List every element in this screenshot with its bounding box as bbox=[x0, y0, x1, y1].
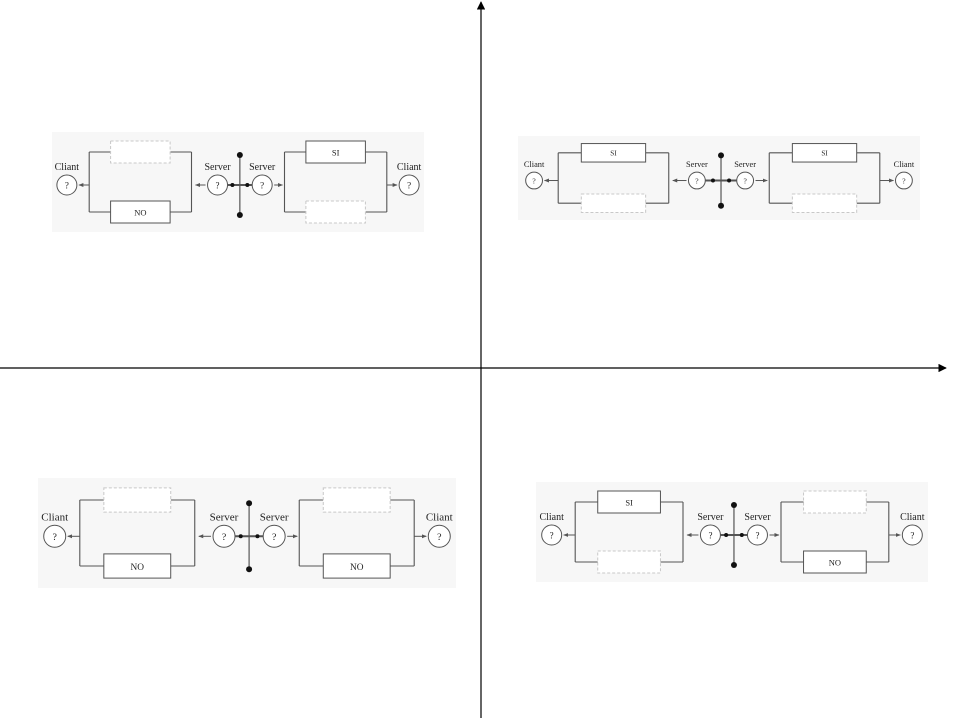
right-top-box bbox=[305, 140, 366, 164]
server-unknown-right: ? bbox=[755, 531, 759, 541]
right-top-box bbox=[803, 490, 867, 514]
junction-right-dot bbox=[255, 534, 260, 539]
junction-bottom-dot bbox=[718, 202, 725, 209]
client-unknown-right: ? bbox=[902, 176, 906, 185]
left-top-box bbox=[597, 490, 661, 514]
right-bottom-box bbox=[305, 200, 366, 224]
client-node-left bbox=[43, 524, 67, 548]
right-bottom-box-label: NO bbox=[350, 563, 364, 573]
server-node-right bbox=[736, 171, 755, 190]
left-bottom-box bbox=[580, 193, 647, 213]
client-node-right bbox=[398, 174, 420, 196]
server-label-right: Server bbox=[260, 511, 289, 523]
client-label-right: Cliant bbox=[397, 162, 422, 173]
client-unknown-left: ? bbox=[65, 181, 69, 191]
right-bottom-box bbox=[322, 553, 391, 579]
junction-top-dot bbox=[246, 500, 253, 507]
left-bottom-box bbox=[103, 553, 172, 579]
server-label-left: Server bbox=[697, 512, 724, 523]
right-top-box-label: SI bbox=[821, 150, 828, 158]
client-node-left bbox=[56, 174, 78, 196]
left-bottom-box bbox=[597, 550, 661, 574]
client-label-right: Cliant bbox=[900, 512, 925, 523]
junction-right-dot bbox=[727, 178, 732, 183]
left-top-box bbox=[110, 140, 171, 164]
server-node-right bbox=[262, 524, 286, 548]
left-bottom-box-label: NO bbox=[131, 563, 145, 573]
server-unknown-right: ? bbox=[260, 181, 264, 191]
right-top-box-label: SI bbox=[332, 148, 340, 158]
panels-group: Cliant? NO Server? Server? SI Cliant? Cliant? S… bbox=[38, 132, 928, 588]
client-label-right: Cliant bbox=[426, 511, 453, 523]
server-label-right: Server bbox=[744, 512, 771, 523]
junction-left-dot bbox=[238, 534, 243, 539]
client-unknown-left: ? bbox=[550, 531, 554, 541]
left-bottom-box-label: NO bbox=[134, 208, 146, 218]
server-label-right: Server bbox=[249, 162, 276, 173]
server-label-left: Server bbox=[210, 511, 239, 523]
left-top-box-label: SI bbox=[610, 150, 617, 158]
junction-top-dot bbox=[730, 502, 737, 508]
server-label-left: Server bbox=[204, 162, 231, 173]
server-node-right bbox=[746, 524, 768, 546]
panel-top-right: Cliant? SI Server? Server? SI Cliant? bbox=[518, 136, 920, 220]
server-unknown-left: ? bbox=[695, 176, 699, 185]
junction-bottom-dot bbox=[730, 562, 737, 568]
junction-bottom-dot bbox=[246, 566, 253, 573]
client-label-left: Cliant bbox=[55, 162, 80, 173]
junction-left-dot bbox=[230, 183, 235, 187]
client-unknown-left: ? bbox=[53, 532, 57, 543]
right-top-box bbox=[322, 487, 391, 513]
server-unknown-left: ? bbox=[222, 532, 226, 543]
junction-top-dot bbox=[718, 152, 725, 159]
panel-bottom-left: Cliant? NO Server? Server? NO Cliant? bbox=[38, 478, 456, 588]
server-unknown-left: ? bbox=[216, 181, 220, 191]
client-label-left: Cliant bbox=[524, 160, 545, 169]
client-node-left bbox=[525, 171, 543, 190]
client-label-right: Cliant bbox=[894, 160, 915, 169]
junction-bottom-dot bbox=[236, 212, 243, 218]
server-label-right: Server bbox=[734, 160, 756, 169]
right-top-box bbox=[791, 143, 858, 163]
client-label-left: Cliant bbox=[539, 512, 564, 523]
client-unknown-right: ? bbox=[910, 531, 914, 541]
panel-top-left: Cliant? NO Server? Server? SI Cliant? bbox=[52, 132, 424, 232]
client-node-right bbox=[427, 524, 451, 548]
junction-right-dot bbox=[739, 533, 744, 537]
client-node-right bbox=[901, 524, 923, 546]
server-node-left bbox=[687, 171, 706, 190]
client-node-left bbox=[541, 524, 563, 546]
server-unknown-right: ? bbox=[743, 176, 747, 185]
junction-top-dot bbox=[236, 152, 243, 158]
right-bottom-box-label: NO bbox=[829, 558, 841, 568]
right-bottom-box bbox=[791, 193, 858, 213]
left-bottom-box bbox=[110, 200, 171, 224]
panel-background bbox=[38, 478, 456, 588]
server-unknown-right: ? bbox=[272, 532, 276, 543]
server-node-right bbox=[251, 174, 273, 196]
junction-right-dot bbox=[245, 183, 250, 187]
left-top-box bbox=[103, 487, 172, 513]
client-node-right bbox=[895, 171, 913, 190]
junction-left-dot bbox=[724, 533, 729, 537]
junction-left-dot bbox=[710, 178, 715, 183]
client-unknown-left: ? bbox=[532, 176, 536, 185]
client-label-left: Cliant bbox=[41, 511, 68, 523]
left-top-box bbox=[580, 143, 647, 163]
left-top-box-label: SI bbox=[625, 498, 633, 508]
server-label-left: Server bbox=[686, 160, 708, 169]
right-bottom-box bbox=[803, 550, 867, 574]
client-unknown-right: ? bbox=[437, 532, 441, 543]
server-unknown-left: ? bbox=[708, 531, 712, 541]
panel-bottom-right: Cliant? SI Server? Server? NO Cliant? bbox=[536, 482, 928, 582]
client-unknown-right: ? bbox=[407, 181, 411, 191]
